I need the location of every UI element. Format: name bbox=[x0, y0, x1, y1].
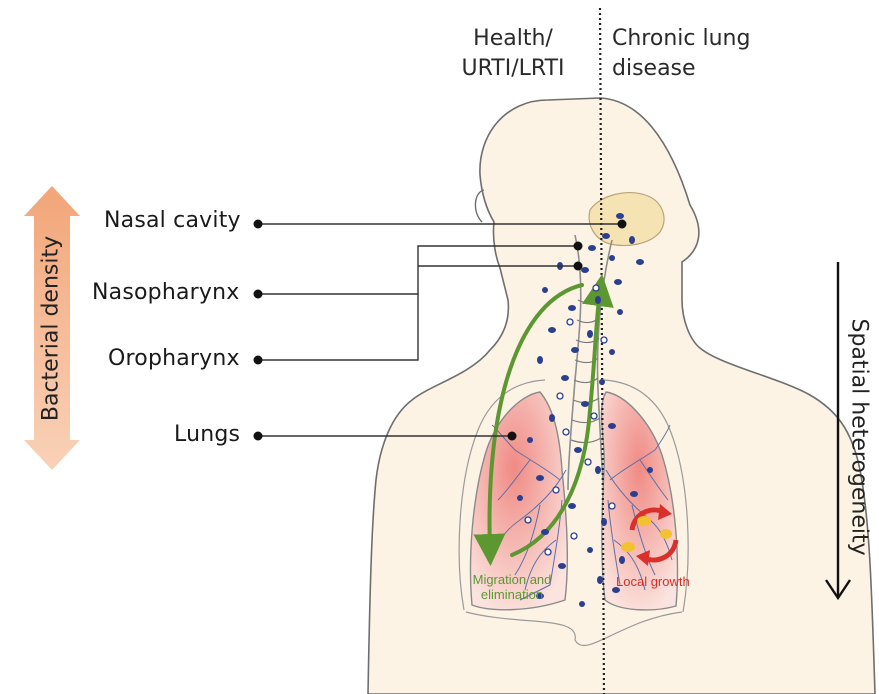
bacterial-density-label: Bacterial density bbox=[39, 234, 64, 424]
migration-annotation: Migration and elimination bbox=[452, 572, 572, 602]
label-nasopharynx: Nasopharynx bbox=[92, 280, 239, 305]
header-left-line2: URTI/LRTI bbox=[448, 54, 578, 84]
header-right-line1: Chronic lung bbox=[612, 24, 782, 54]
label-lungs: Lungs bbox=[174, 422, 240, 447]
header-right-line2: disease bbox=[612, 54, 782, 84]
migration-annotation-line2: elimination bbox=[452, 587, 572, 602]
spatial-heterogeneity-label: Spatial heterogeneity bbox=[847, 319, 872, 539]
header-left-line1: Health/ bbox=[448, 24, 578, 54]
label-nasal-cavity: Nasal cavity bbox=[104, 208, 241, 233]
migration-annotation-line1: Migration and bbox=[452, 572, 572, 587]
header-right: Chronic lung disease bbox=[612, 24, 782, 84]
growth-annotation: Local growth bbox=[616, 574, 690, 589]
label-oropharynx: Oropharynx bbox=[108, 346, 240, 371]
header-left: Health/ URTI/LRTI bbox=[448, 24, 578, 84]
